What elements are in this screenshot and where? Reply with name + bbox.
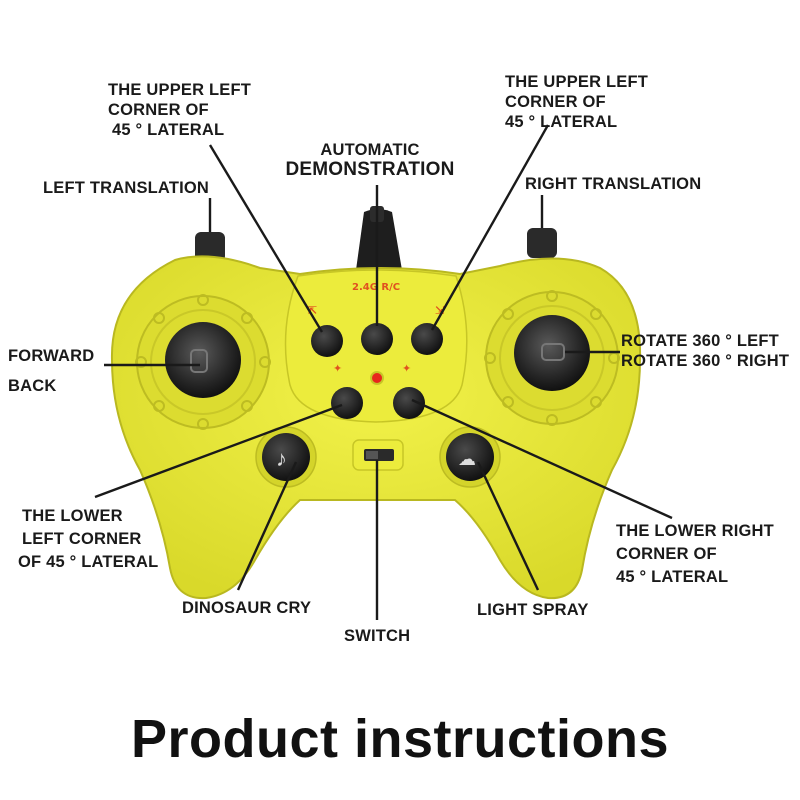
auto-demo-button[interactable] <box>361 323 393 355</box>
label-switch: SWITCH <box>344 627 411 645</box>
label-light-spray: LIGHT SPRAY <box>477 601 589 619</box>
lower-left-45-button[interactable] <box>331 387 363 419</box>
upper-right-45-button[interactable] <box>411 323 443 355</box>
svg-text:✦: ✦ <box>333 363 342 375</box>
leader-lower-right-45 <box>411 398 673 520</box>
left-joystick[interactable] <box>165 322 241 398</box>
leader-upper-right-45 <box>430 124 550 331</box>
leader-lines <box>94 124 673 620</box>
page-title: Product instructions <box>130 709 670 769</box>
label-forward: FORWARD <box>8 347 95 365</box>
right-joystick[interactable] <box>514 315 590 391</box>
label-automatic-demonstration: AUTOMATIC DEMONSTRATION <box>285 141 455 180</box>
svg-text:✦: ✦ <box>402 363 411 375</box>
label-lower-left-45: THE LOWER LEFT CORNER OF 45 ° LATERAL <box>18 507 159 571</box>
left-shoulder-trigger[interactable] <box>195 232 225 262</box>
leader-light-spray <box>476 461 540 591</box>
label-left-translation: LEFT TRANSLATION <box>43 179 210 197</box>
label-right-translation: RIGHT TRANSLATION <box>525 175 702 193</box>
leader-lower-left-45 <box>94 403 343 499</box>
upper-left-45-button[interactable] <box>311 325 343 357</box>
sound-icon: ♪ <box>276 446 287 471</box>
label-rotate: ROTATE 360 ° LEFT ROTATE 360 ° RIGHT <box>621 332 790 370</box>
power-led <box>370 371 384 385</box>
right-shoulder-trigger[interactable] <box>527 228 557 258</box>
svg-text:⇲: ⇲ <box>435 305 444 317</box>
label-dinosaur-cry: DINOSAUR CRY <box>182 599 312 617</box>
label-back: BACK <box>8 377 57 395</box>
label-upper-left-45: THE UPPER LEFT CORNER OF 45 ° LATERAL <box>108 81 252 139</box>
leader-upper-left-45 <box>208 144 324 333</box>
dinosaur-cry-button[interactable] <box>262 433 310 481</box>
dinosaur-icon: ☁ <box>458 449 476 469</box>
antenna <box>356 209 402 270</box>
label-lower-right-45: THE LOWER RIGHT CORNER OF 45 ° LATERAL <box>616 522 774 586</box>
leader-dinosaur-cry <box>236 461 298 591</box>
label-upper-right-45: THE UPPER LEFT CORNER OF 45 ° LATERAL <box>505 73 649 131</box>
lower-right-45-button[interactable] <box>393 387 425 419</box>
svg-text:⇱: ⇱ <box>308 305 317 317</box>
